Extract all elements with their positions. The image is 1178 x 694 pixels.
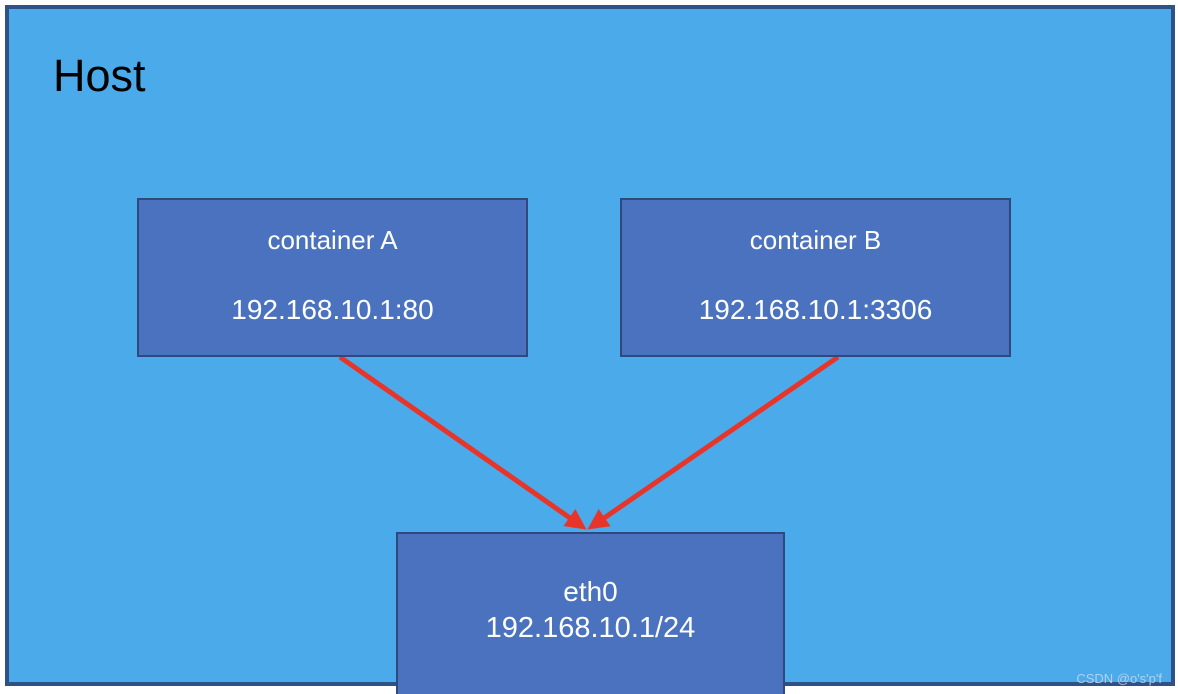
node-container-a-title: container A	[267, 225, 398, 255]
node-container-a[interactable]: container A 192.168.10.1:80	[137, 198, 528, 357]
node-eth0[interactable]: eth0 192.168.10.1/24	[396, 532, 785, 694]
node-eth0-title: eth0	[563, 576, 618, 607]
node-container-b-title: container B	[749, 225, 882, 255]
node-eth0-address: 192.168.10.1/24	[485, 612, 696, 645]
node-container-b-address: 192.168.10.1:3306	[698, 293, 933, 325]
node-container-b[interactable]: container B 192.168.10.1:3306	[620, 198, 1011, 357]
watermark-label: CSDN @o's'p'f	[1076, 671, 1162, 686]
host-label: Host	[53, 50, 146, 101]
node-container-a-address: 192.168.10.1:80	[231, 293, 434, 325]
